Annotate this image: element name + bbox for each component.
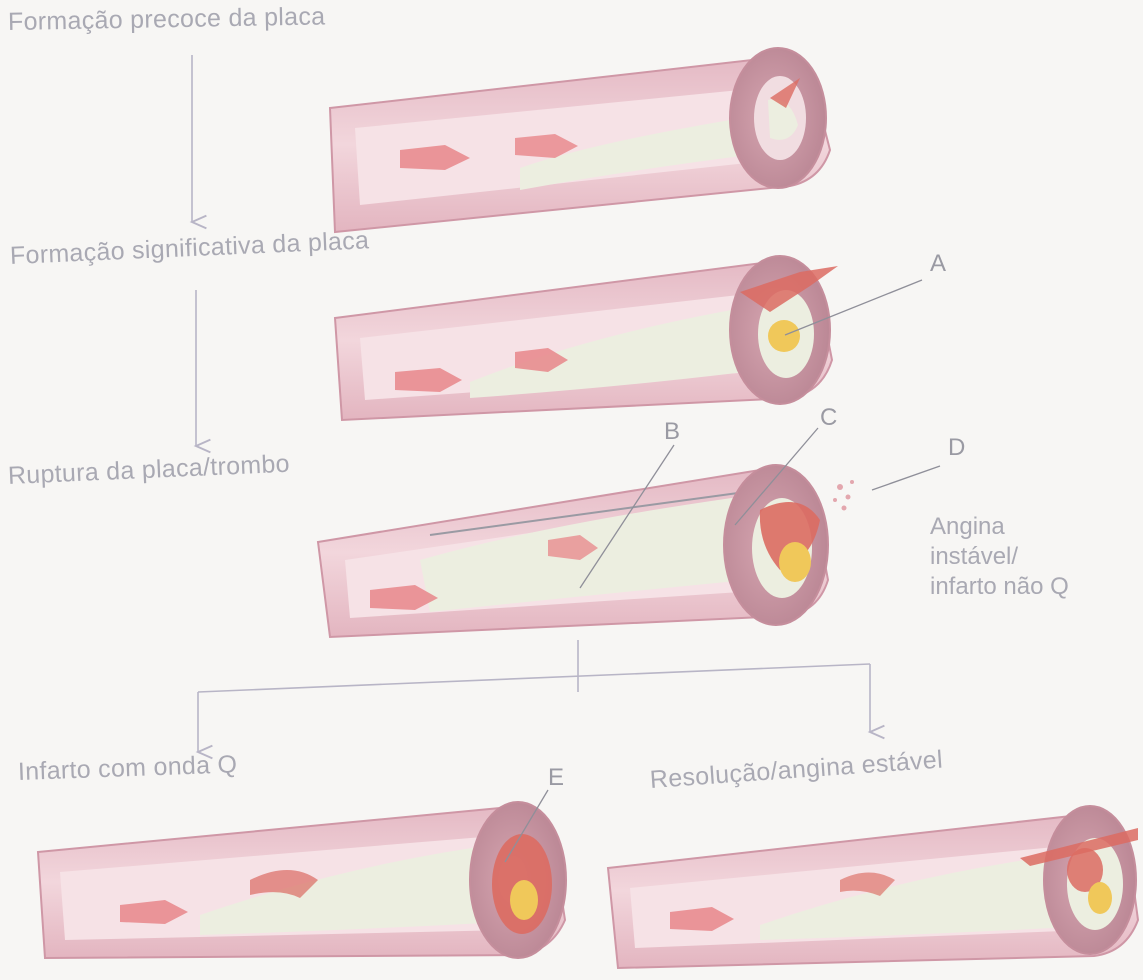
marker-b: B (664, 418, 680, 446)
marker-c: C (820, 404, 837, 432)
branch-bar (198, 664, 870, 692)
lipid-core (779, 542, 811, 582)
pointer-d (872, 466, 940, 490)
label-early-plaque: Formação precoce da placa (8, 2, 326, 37)
emboli-dots (833, 480, 854, 511)
vessel-rupture (318, 428, 940, 637)
vessel-early-plaque (330, 48, 830, 232)
lipid-core (768, 320, 800, 352)
vessel-resolution (608, 806, 1138, 968)
marker-e: E (548, 764, 564, 792)
label-line: instável/ (930, 542, 1069, 572)
vessel-q-wave-infarction (38, 790, 566, 958)
label-line: Angina (930, 512, 1069, 542)
marker-d: D (948, 434, 965, 462)
label-unstable-angina: Angina instável/ infarto não Q (930, 512, 1069, 602)
lipid-core (1088, 882, 1112, 914)
vessel-significant-plaque (335, 256, 922, 420)
marker-a: A (930, 250, 946, 278)
label-line: infarto não Q (930, 572, 1069, 602)
lipid-core (510, 880, 538, 920)
